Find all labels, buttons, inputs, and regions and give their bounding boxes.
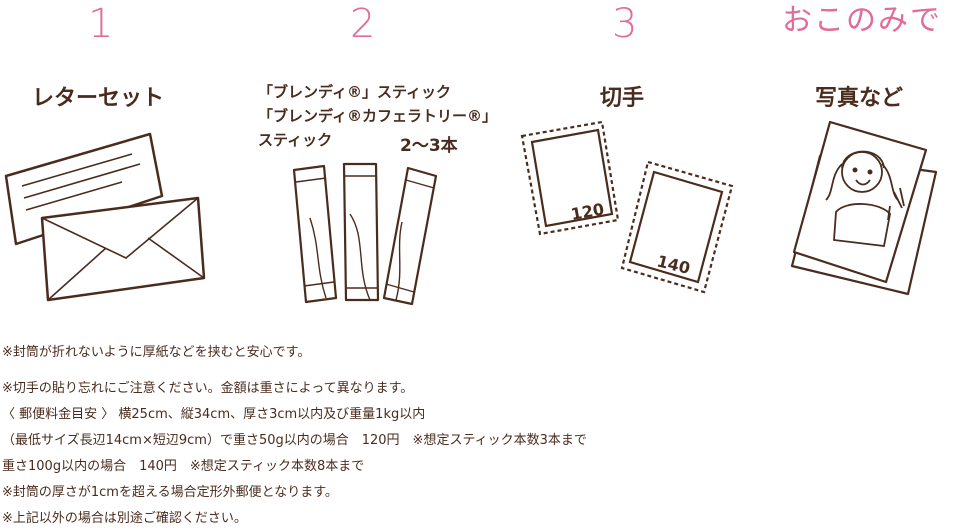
note-line: ※切手の貼り忘れにご注意ください。金額は重さによって異なります。 [2,381,414,396]
stick-title-line-2: 「ブレンディ®カフェラトリー®」 [258,107,497,125]
note-line: ※封筒が折れないように厚紙などを挟むと安心です。 [2,345,311,360]
notes: ※封筒が折れないように厚紙などを挟むと安心です。 ※切手の貼り忘れにご注意くださ… [2,340,942,532]
step-optional-label: おこのみで [782,3,942,38]
stick-title-line-3: スティック [258,131,333,149]
coffee-stick-icon [292,162,438,306]
stick-count: 2～3本 [400,136,458,156]
note-line: ※上記以外の場合は別途ご確認ください。 [2,511,247,526]
stick-title-line-1: 「ブレンディ®」スティック [258,83,452,101]
stick-title: 「ブレンディ®」スティック 「ブレンディ®カフェラトリー®」 スティック [258,80,497,152]
note-line: 重さ100g以内の場合 140円 ※想定スティック本数8本まで [2,459,365,474]
stamp-title: 切手 [600,86,645,111]
photo-title: 写真など [815,86,904,111]
step-number-3: 3 [612,1,638,47]
letter-envelope-icon [4,132,206,302]
note-line: 〈 郵便料金目安 〉 横25cm、縦34cm、厚さ3cm以内及び重量1kg以内 [2,407,426,422]
photo-icon [790,120,938,296]
note-line: （最低サイズ長辺14cm×短辺9cm）で重さ50g以内の場合 120円 ※想定ス… [2,433,587,448]
step-number-1: 1 [88,1,114,47]
stamp-icon: 120 140 [520,120,734,294]
letter-set-title: レターセット [32,86,165,111]
step-number-2: 2 [350,1,376,47]
note-line: ※封筒の厚さが1cmを超える場合定形外郵便となります。 [2,485,338,500]
